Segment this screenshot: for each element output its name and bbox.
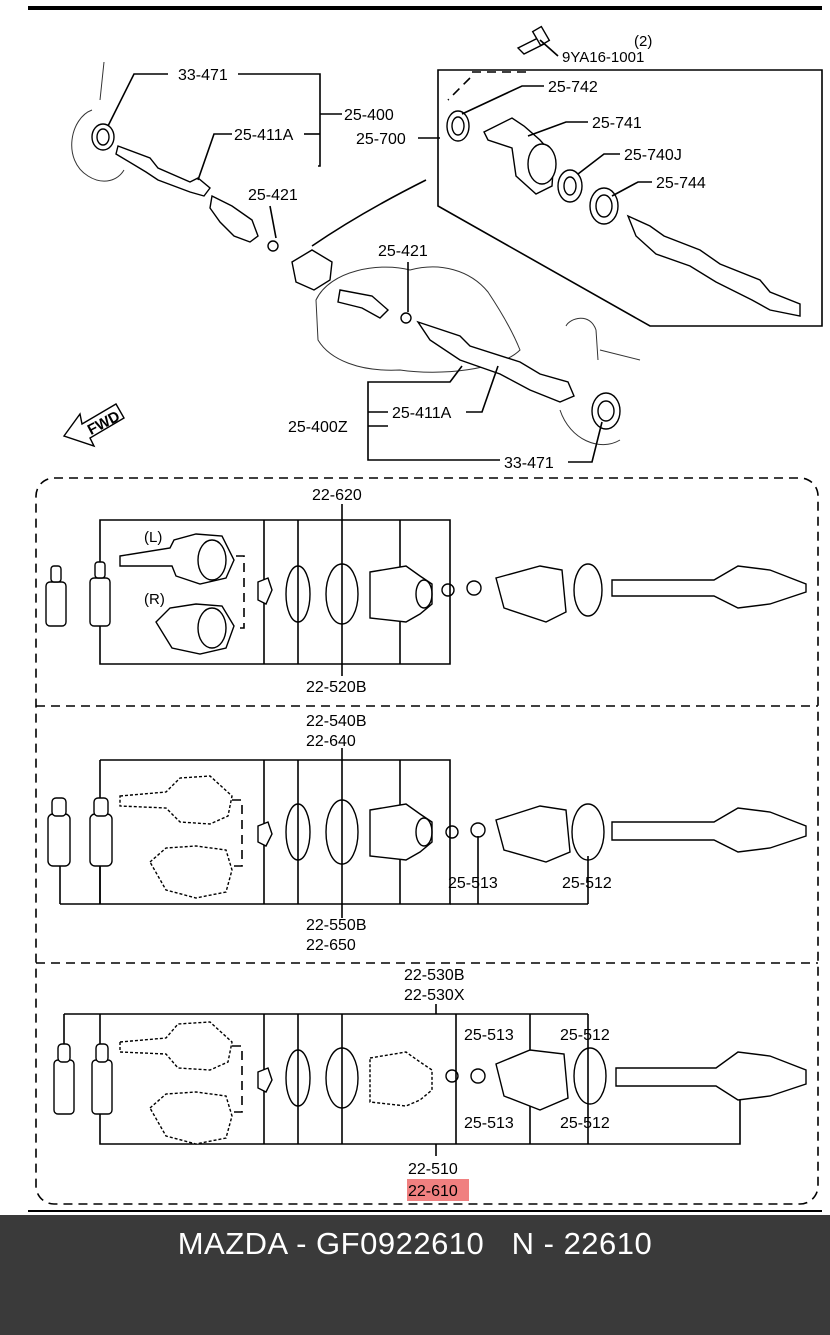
differential-outline [315, 266, 521, 373]
label-right-side: (R) [144, 591, 165, 608]
label-25400z: 25-400Z [288, 419, 348, 436]
label-22520b: 22-520B [306, 679, 367, 696]
label-22640: 22-640 [306, 733, 356, 750]
inner-boot [495, 565, 567, 623]
fwd-arrow-icon: FWD [62, 403, 125, 448]
boot-variant-2 [369, 803, 433, 861]
clip-25421-top [267, 240, 279, 252]
shaft-section-2 [611, 807, 807, 853]
snap-ring [257, 577, 273, 605]
intermediate-shaft-box [437, 69, 823, 327]
retaining-ring [285, 565, 311, 623]
label-33471-top: 33-471 [178, 67, 228, 84]
boot-band [325, 563, 359, 625]
diff-side-gear [291, 249, 333, 291]
label-22550b: 22-550B [306, 917, 367, 934]
outer-joint-right [155, 603, 235, 655]
part-25742 [446, 110, 470, 142]
label-quantity-2: (2) [634, 33, 652, 50]
footer-bar [0, 1215, 830, 1335]
outer-joint-variant-2a [119, 775, 233, 825]
label-25740j: 25-740J [624, 147, 682, 164]
label-33471-bottom: 33-471 [504, 455, 554, 472]
right-driveshaft [416, 320, 575, 403]
clip-25421-mid [400, 312, 412, 324]
grease-tube-6 [91, 1059, 113, 1115]
label-25512-s3-top: 25-512 [560, 1027, 610, 1044]
label-25744: 25-744 [656, 175, 706, 192]
left-driveshaft [115, 145, 211, 197]
label-25411a-top: 25-411A [234, 127, 294, 144]
top-assembly: FWD 33-4 [62, 25, 823, 472]
section-2-variant: 22-540B 22-640 25-513 25-512 22-550B 22-… [47, 713, 807, 954]
label-25411a-bottom: 25-411A [392, 405, 452, 422]
oil-seal-bottom [591, 392, 621, 430]
label-9ya16-1001: 9YA16-1001 [562, 49, 644, 66]
label-22510: 22-510 [408, 1161, 458, 1178]
label-25512-s3-bottom: 25-512 [560, 1115, 610, 1132]
label-25513-s3-top: 25-513 [464, 1027, 514, 1044]
section-1-variant: 22-620 22-520B (L) (R) [45, 487, 807, 696]
mid-stub-shaft [337, 289, 390, 319]
boot [369, 565, 433, 623]
part-25740j [557, 169, 583, 203]
shaft-section-3 [615, 1051, 807, 1101]
label-22620: 22-620 [312, 487, 362, 504]
grease-tube-5 [53, 1059, 75, 1115]
label-25742: 25-742 [548, 79, 598, 96]
label-22650: 22-650 [306, 937, 356, 954]
label-25513-s3-bottom: 25-513 [464, 1115, 514, 1132]
label-25421-top: 25-421 [248, 187, 298, 204]
grease-tube-2 [89, 577, 111, 627]
section-3-variant: 22-530B 22-530X 25-513 25-512 25-513 25-… [53, 967, 807, 1201]
label-left-side: (L) [144, 529, 162, 546]
label-22540b: 22-540B [306, 713, 367, 730]
label-25421-mid: 25-421 [378, 243, 428, 260]
grease-tube-3 [47, 813, 71, 867]
part-25744 [589, 187, 619, 225]
outer-joint-variant-2b [149, 845, 233, 899]
label-22530x: 22-530X [404, 987, 465, 1004]
label-25700: 25-700 [356, 131, 406, 148]
label-25512-s2: 25-512 [562, 875, 612, 892]
grease-tube-4 [89, 813, 113, 867]
part-number-caption: MAZDA - GF0922610 N - 22610 [177, 1226, 653, 1261]
highlight-22610 [407, 1179, 469, 1201]
label-25741: 25-741 [592, 115, 642, 132]
inner-boot-variant-2 [495, 805, 571, 863]
label-25513-s2: 25-513 [448, 875, 498, 892]
intermediate-shaft [626, 214, 801, 317]
outer-joint-left [119, 533, 235, 585]
label-22610: 22-610 [408, 1183, 458, 1200]
exploded-parts-diagram: FWD 33-4 [28, 6, 823, 1212]
left-joint-housing [209, 194, 259, 243]
shaft-section-1 [611, 565, 807, 609]
oil-seal-top [91, 123, 115, 151]
driveshaft-variants-frame [35, 477, 819, 1205]
boot-variant-3 [369, 1051, 433, 1107]
label-22530b: 22-530B [404, 967, 465, 984]
outer-joint-variant-3a [119, 1021, 233, 1071]
outer-joint-variant-3b [149, 1091, 233, 1145]
inner-boot-variant-3 [495, 1049, 569, 1111]
label-25400: 25-400 [344, 107, 394, 124]
grease-tube-1 [45, 581, 67, 627]
